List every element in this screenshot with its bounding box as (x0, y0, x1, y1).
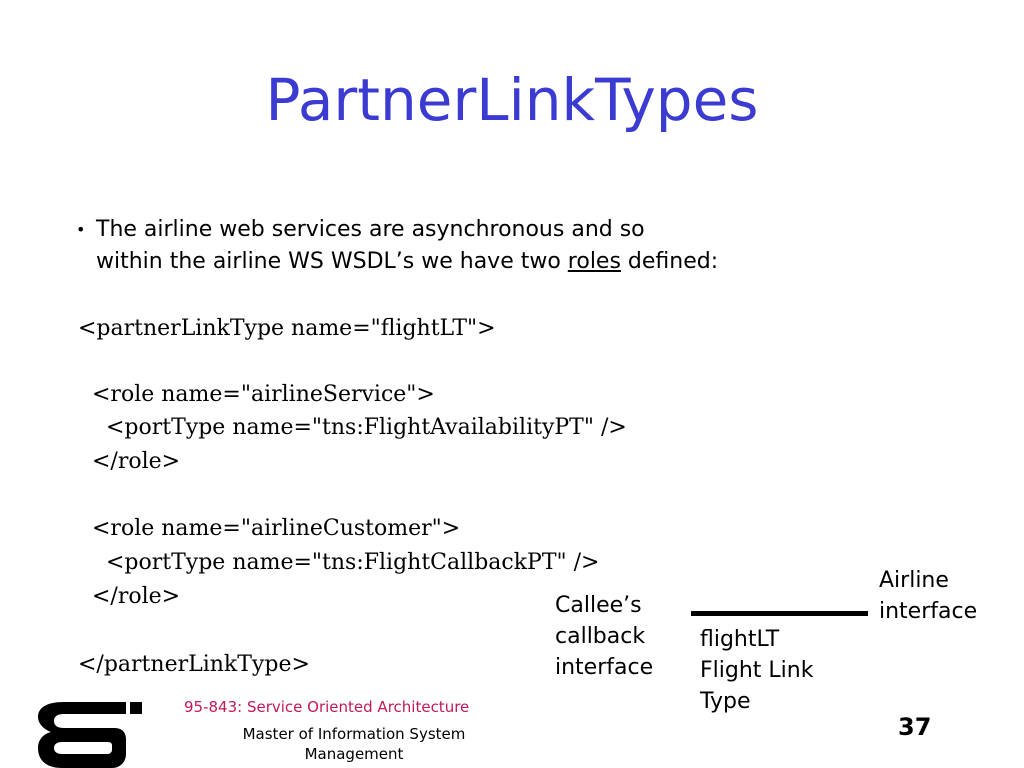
code-line-porttype-flightcallback: <portType name="tns:FlightCallbackPT" /> (106, 550, 600, 575)
university-logo (38, 702, 142, 768)
code-line-partnerlinktype-open: <partnerLinkType name="flightLT"> (78, 316, 496, 341)
bullet-point: • The airline web services are asynchron… (76, 214, 936, 278)
airline-interface-label: Airline interface (879, 565, 977, 627)
page-number: 37 (898, 713, 932, 741)
code-line-porttype-flightavailability: <portType name="tns:FlightAvailabilityPT… (106, 415, 627, 440)
code-line-role-airlinecustomer-open: <role name="airlineCustomer"> (92, 516, 461, 541)
logo-mark-shape (38, 702, 126, 768)
callee-callback-interface-label: Callee’s callback interface (555, 590, 653, 683)
program-name: Master of Information System Management (206, 724, 502, 764)
partner-link-line (691, 611, 868, 616)
program-line-1: Master of Information System (242, 725, 466, 743)
bullet-dot: • (76, 220, 86, 239)
bullet-line-2: within the airline WS WSDL’s we have two… (96, 246, 936, 278)
bullet-line-2-start: within the airline WS WSDL’s we have two (96, 249, 568, 274)
course-title: 95-843: Service Oriented Architecture (184, 698, 470, 716)
link-label-line-2: Flight Link (700, 658, 814, 683)
link-label-line-1: flightLT (700, 627, 780, 652)
roles-underlined-term: roles (567, 249, 621, 274)
code-line-role-close-2: </role> (92, 584, 181, 609)
bullet-line-2-end: defined: (620, 249, 719, 274)
airline-label-line-2: interface (879, 599, 978, 624)
code-line-role-close-1: </role> (92, 449, 181, 474)
airline-label-line-1: Airline (879, 568, 949, 593)
flight-link-type-label: flightLT Flight Link Type (700, 624, 813, 717)
link-label-line-3: Type (700, 689, 751, 714)
callee-label-line-3: interface (555, 655, 654, 680)
logo-square (130, 702, 142, 714)
callee-label-line-2: callback (555, 624, 646, 649)
slide-title: PartnerLinkTypes (265, 66, 759, 134)
code-line-role-airlineservice-open: <role name="airlineService"> (92, 382, 435, 407)
callee-label-line-1: Callee’s (555, 593, 642, 618)
program-line-2: Management (304, 745, 404, 763)
code-line-partnerlinktype-close: </partnerLinkType> (78, 652, 310, 677)
bullet-line-1: The airline web services are asynchronou… (96, 217, 645, 242)
